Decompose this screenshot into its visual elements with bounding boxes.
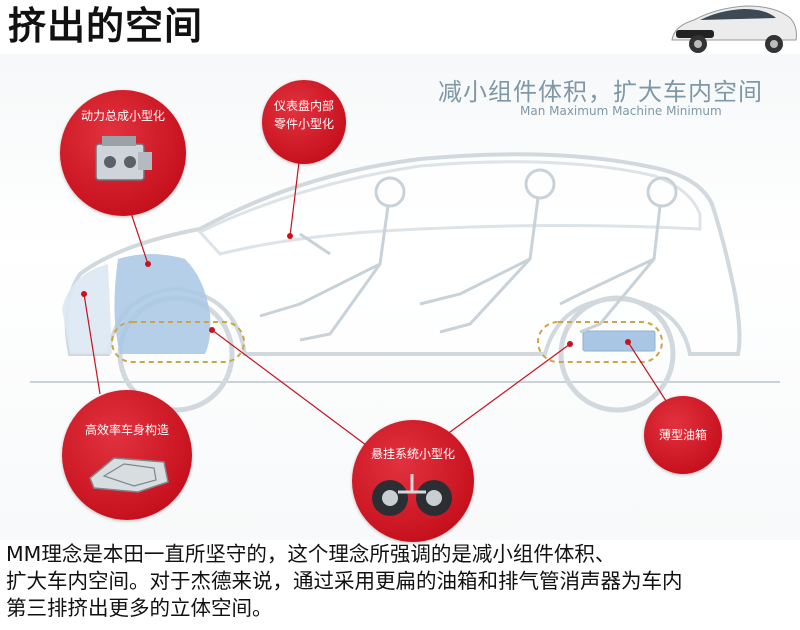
passenger-figures bbox=[259, 168, 678, 342]
caption-line-2: 扩大车内空间。对于杰德来说，通过采用更扁的油箱和排气管消声器为车内 bbox=[6, 569, 683, 593]
diagram-subline: Man Maximum Machine Minimum bbox=[520, 104, 722, 118]
car-cutaway-diagram bbox=[30, 152, 780, 455]
callout-fuel-tank: 薄型油箱 bbox=[644, 396, 722, 474]
callout-dots bbox=[81, 233, 631, 347]
diagram-headline: 减小组件体积，扩大车内空间 bbox=[438, 78, 763, 106]
callout-fuel-tank-label: 薄型油箱 bbox=[658, 428, 707, 442]
rear-suspension-highlight bbox=[537, 321, 663, 363]
callout-body-structure: 高效率车身构造 bbox=[62, 390, 192, 520]
callout-dashboard: 仪表盘内部 零件小型化 bbox=[262, 80, 346, 164]
caption-line-3: 第三排挤出更多的立体空间。 bbox=[6, 596, 273, 620]
rear-wheel bbox=[558, 295, 676, 413]
caption-line-1: MM理念是本田一直所坚守的，这个理念所强调的是减小组件体积、 bbox=[6, 542, 616, 566]
body-frame-icon bbox=[89, 457, 169, 493]
callout-dashboard-label-line2: 零件小型化 bbox=[273, 117, 334, 131]
window-line bbox=[197, 160, 702, 256]
front-suspension-highlight bbox=[111, 321, 245, 363]
fuel-tank-shape bbox=[582, 330, 656, 352]
car-thumbnail-image bbox=[664, 0, 800, 56]
suspension-icon bbox=[372, 474, 452, 516]
page-title: 挤出的空间 bbox=[8, 4, 204, 48]
callout-powertrain-label: 动力总成小型化 bbox=[80, 109, 165, 123]
callout-powertrain: 动力总成小型化 bbox=[60, 90, 186, 216]
car-body-outline bbox=[64, 152, 742, 356]
callout-body-structure-label: 高效率车身构造 bbox=[84, 423, 169, 437]
callout-suspension: 悬挂系统小型化 bbox=[352, 420, 474, 542]
caption-paragraph: MM理念是本田一直所坚守的，这个理念所强调的是减小组件体积、 扩大车内空间。对于… bbox=[6, 541, 796, 622]
engine-icon bbox=[95, 136, 152, 181]
callout-dashboard-label-line1: 仪表盘内部 bbox=[273, 99, 334, 113]
engine-highlight bbox=[114, 254, 211, 354]
callout-suspension-label: 悬挂系统小型化 bbox=[370, 447, 455, 461]
